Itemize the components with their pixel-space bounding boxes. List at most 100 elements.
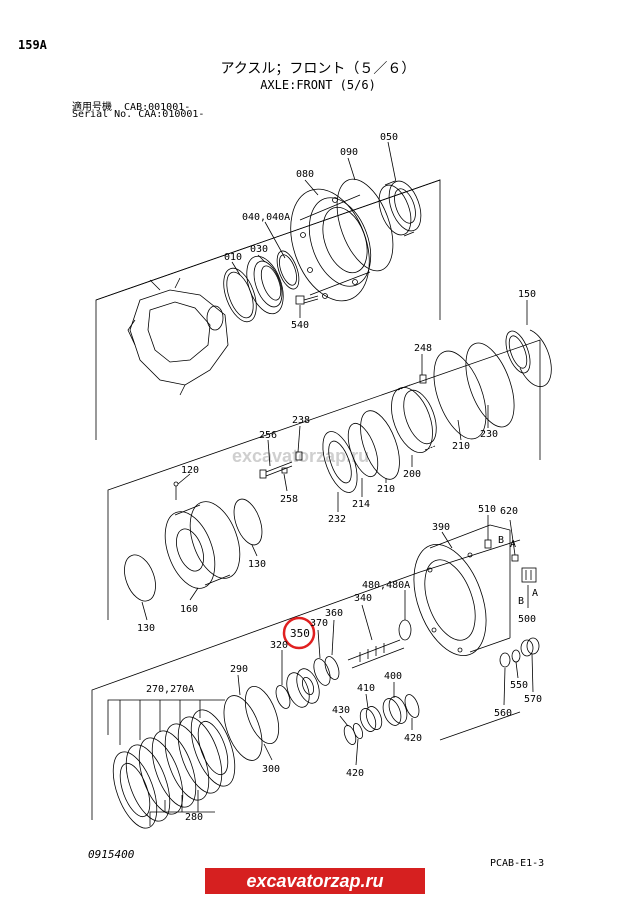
label-214: 214 bbox=[352, 499, 370, 510]
label-420-b: 420 bbox=[346, 768, 364, 779]
part-200-ring-gear bbox=[391, 384, 437, 453]
page-title-japanese: アクスル；フロント（５／６） bbox=[220, 61, 416, 77]
part-550-ring bbox=[511, 649, 521, 663]
label-210-b: 210 bbox=[377, 484, 395, 495]
part-labels: 010 030 040,040A 080 090 050 540 150 248… bbox=[137, 132, 542, 823]
label-256: 256 bbox=[259, 430, 277, 441]
label-230: 230 bbox=[480, 429, 498, 440]
part-420-ring-b bbox=[352, 722, 364, 740]
part-160-planet-carrier bbox=[164, 501, 241, 589]
page-title-english: AXLE:FRONT (5/6) bbox=[260, 78, 376, 92]
watermark: excavatorzap.ru bbox=[232, 446, 369, 466]
label-040: 040,040A bbox=[242, 212, 290, 223]
label-390: 390 bbox=[432, 522, 450, 533]
label-200: 200 bbox=[403, 469, 421, 480]
label-410: 410 bbox=[357, 683, 375, 694]
label-300: 300 bbox=[262, 764, 280, 775]
label-430: 430 bbox=[332, 705, 350, 716]
part-230-ring bbox=[465, 342, 515, 428]
label-ref-a2: A bbox=[532, 588, 538, 599]
label-340: 340 bbox=[354, 593, 372, 604]
axle-housing-illustration bbox=[127, 277, 229, 396]
part-238-screw bbox=[295, 451, 303, 461]
part-300-ring bbox=[244, 686, 280, 744]
part-350-sun-gear bbox=[286, 668, 320, 708]
part-150-snap-ring bbox=[519, 329, 552, 388]
label-290: 290 bbox=[230, 664, 248, 675]
part-258-nut bbox=[281, 467, 288, 474]
part-400-gear bbox=[382, 696, 408, 726]
label-210-a: 210 bbox=[452, 441, 470, 452]
label-270: 270,270A bbox=[146, 684, 194, 695]
part-290-plate bbox=[223, 695, 263, 761]
highlight-circle-350 bbox=[282, 616, 316, 650]
label-540: 540 bbox=[291, 320, 309, 331]
label-050: 050 bbox=[380, 132, 398, 143]
label-130-b: 130 bbox=[137, 623, 155, 634]
label-ref-b1: B bbox=[498, 535, 504, 546]
part-480-washer bbox=[398, 619, 412, 641]
label-420-a: 420 bbox=[404, 733, 422, 744]
part-090-o-ring bbox=[336, 178, 394, 272]
part-560-washer bbox=[499, 652, 511, 668]
label-480: 480,480A bbox=[362, 580, 410, 591]
label-280: 280 bbox=[185, 812, 203, 823]
part-080-hub bbox=[290, 188, 372, 302]
part-120-pin bbox=[173, 481, 179, 500]
part-570-plug bbox=[520, 637, 540, 657]
part-360-ring bbox=[324, 656, 340, 680]
part-620-plug bbox=[511, 554, 519, 562]
label-080: 080 bbox=[296, 169, 314, 180]
assembly-frame-3 bbox=[91, 539, 521, 820]
page-code: 159A bbox=[18, 38, 47, 52]
part-010-ring bbox=[223, 267, 257, 323]
label-400: 400 bbox=[384, 671, 402, 682]
serial-applicability-line: 適用号機 CAB:001001- bbox=[72, 102, 191, 113]
label-320: 320 bbox=[270, 640, 288, 651]
part-340-shaft bbox=[347, 639, 405, 669]
part-248-pin bbox=[419, 374, 427, 384]
watermark-banner: excavatorzap.ru bbox=[205, 868, 425, 894]
part-130-ring-b bbox=[124, 554, 156, 602]
label-510: 510 bbox=[478, 504, 496, 515]
label-620: 620 bbox=[500, 506, 518, 517]
label-030: 030 bbox=[250, 244, 268, 255]
label-350: 350 bbox=[290, 627, 310, 640]
label-ref-a1: A bbox=[510, 539, 516, 550]
part-256-bolt bbox=[259, 461, 293, 479]
part-030-bearing bbox=[246, 255, 284, 315]
label-010: 010 bbox=[224, 252, 242, 263]
label-570: 570 bbox=[524, 694, 542, 705]
part-500-plug bbox=[521, 567, 537, 583]
label-ref-b2: B bbox=[518, 596, 524, 607]
part-270-friction-disc-stack bbox=[112, 709, 236, 829]
part-232-plate bbox=[322, 431, 358, 493]
label-238: 238 bbox=[292, 415, 310, 426]
label-360: 360 bbox=[325, 608, 343, 619]
drawing-number: 0915400 bbox=[88, 848, 135, 861]
assembly-frame-1 bbox=[95, 179, 441, 440]
label-258: 258 bbox=[280, 494, 298, 505]
reference-code: PCAB-E1-3 bbox=[490, 858, 545, 869]
label-232: 232 bbox=[328, 514, 346, 525]
part-130-ring-a bbox=[233, 498, 263, 546]
part-540-bolt bbox=[295, 295, 319, 305]
assembly-frame-2 bbox=[107, 339, 541, 620]
part-210-ring-b bbox=[360, 410, 400, 480]
label-500: 500 bbox=[518, 614, 536, 625]
label-150: 150 bbox=[518, 289, 536, 300]
label-160: 160 bbox=[180, 604, 198, 615]
part-410-bearing bbox=[359, 706, 383, 732]
part-050-bearing bbox=[378, 180, 422, 237]
leader-lines bbox=[141, 141, 534, 766]
part-040-seal bbox=[276, 250, 300, 290]
label-090: 090 bbox=[340, 147, 358, 158]
label-370: 370 bbox=[310, 618, 328, 629]
part-210-ring-a bbox=[433, 350, 487, 440]
part-390-housing bbox=[413, 524, 511, 656]
label-130-a: 130 bbox=[248, 559, 266, 570]
part-320-ring bbox=[275, 685, 291, 709]
label-560: 560 bbox=[494, 708, 512, 719]
part-510-screw bbox=[484, 539, 492, 549]
